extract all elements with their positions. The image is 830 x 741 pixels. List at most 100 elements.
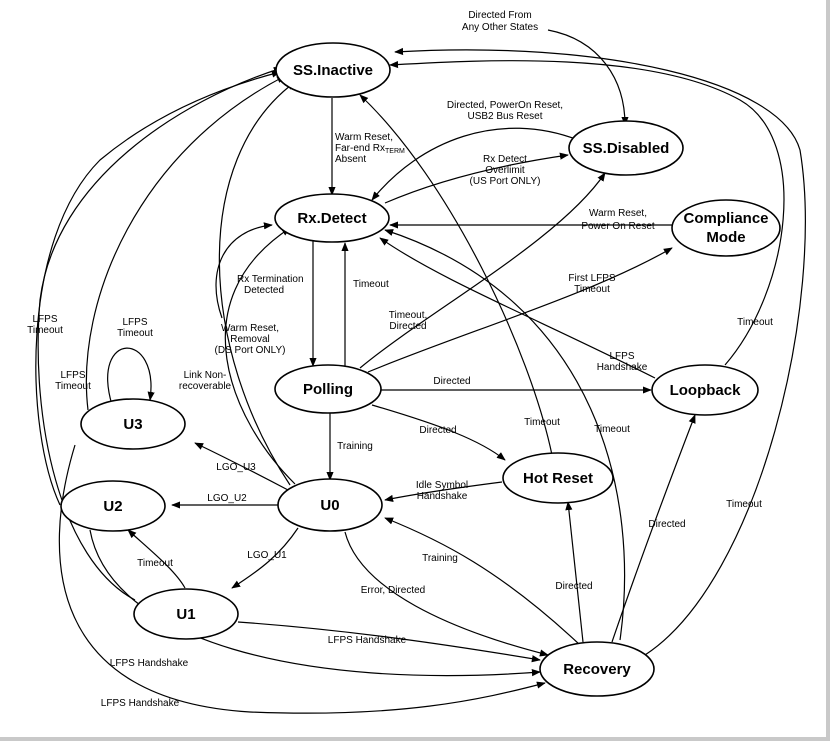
- state-label: U3: [123, 416, 142, 433]
- label-warm-reset-far-2: Far-end RxTERM: [335, 143, 405, 155]
- label-directed-rec-loop: Directed: [648, 519, 685, 530]
- edge-recovery-to-inactive: [394, 47, 806, 656]
- label-timeout-u1u2: Timeout: [137, 558, 173, 569]
- state-recovery: Recovery: [539, 641, 655, 697]
- state-label: Rx.Detect: [297, 210, 366, 227]
- state-label: Mode: [706, 229, 745, 246]
- edge-rxdetect-to-disabled: [384, 152, 569, 204]
- label-rx-term-1: Rx Termination: [237, 274, 304, 285]
- state-hot-reset: Hot Reset: [502, 452, 614, 504]
- label-timeout-loopback: Timeout: [737, 317, 773, 328]
- edge-recovery-to-rxdetect: [384, 229, 626, 641]
- state-label: SS.Inactive: [293, 62, 373, 79]
- label-warm-removal-3: (DS Port ONLY): [215, 345, 286, 356]
- label-lfps-timeout-u2-1: LFPS: [60, 370, 85, 381]
- edge-u0-to-recovery: [344, 531, 549, 657]
- label-training-poll: Training: [337, 441, 373, 452]
- state-rx-detect: Rx.Detect: [274, 193, 390, 243]
- edge-loopback-to-rxdetect: [379, 237, 656, 379]
- edge-u0-to-u3: [194, 442, 289, 491]
- label-idle-symbol-2: Handshake: [417, 491, 468, 502]
- label-lfps-hs-2: Handshake: [597, 362, 648, 373]
- state-loopback: Loopback: [651, 364, 759, 416]
- label-warm-reset-far-2b: TERM: [385, 148, 405, 155]
- label-directed-poweron-1: Directed, PowerOn Reset,: [447, 100, 563, 111]
- label-rx-overlimit-2: Overlimit: [485, 165, 525, 176]
- state-ss-inactive: SS.Inactive: [275, 42, 391, 98]
- label-link-nonrec-2: recoverable: [179, 381, 232, 392]
- label-directed-poweron-2: USB2 Bus Reset: [467, 111, 542, 122]
- label-rx-term-2: Detected: [244, 285, 284, 296]
- state-compliance-mode: Compliance Mode: [671, 199, 781, 257]
- label-compliance-reset-2: Power On Reset: [581, 221, 655, 232]
- label-error-directed: Error, Directed: [361, 585, 425, 596]
- label-idle-symbol-1: Idle Symbol: [416, 480, 468, 491]
- edge-loopback-to-inactive: [389, 60, 785, 366]
- label-timeout-recovery: Timeout: [594, 424, 630, 435]
- edge-u0-to-u1: [231, 527, 299, 589]
- label-warm-reset-far-2a: Far-end Rx: [335, 143, 385, 154]
- edge-disabled-to-rxdetect: [371, 127, 579, 201]
- edge-u0-to-inactive: [218, 81, 296, 486]
- edge-hotreset-to-inactive: [359, 94, 553, 456]
- edge-u1-to-u2: [127, 529, 186, 589]
- edge-labels: Directed From Any Other States Warm Rese…: [27, 10, 773, 709]
- state-u1: U1: [133, 588, 239, 640]
- label-warm-removal-1: Warm Reset,: [221, 323, 279, 334]
- state-label: Compliance: [683, 210, 768, 227]
- state-polling: Polling: [274, 364, 382, 414]
- label-lfps-hs-u2: LFPS Handshake: [110, 658, 189, 669]
- edge-u3-to-recovery: [58, 444, 546, 714]
- edge-u2-to-recovery: [89, 529, 541, 677]
- edges: [35, 29, 806, 714]
- edge-recovery-to-hotreset: [565, 501, 584, 643]
- label-lfps-hs-1: LFPS: [609, 351, 634, 362]
- label-first-lfps-2: Timeout: [574, 284, 610, 295]
- edge-u1-to-inactive: [37, 66, 283, 601]
- edge-u0-to-rxdetect: [224, 227, 296, 485]
- label-lfps-timeout-u2-2: Timeout: [55, 381, 91, 392]
- edge-hotreset-to-u0: [384, 481, 503, 502]
- label-timeout-rec-inactive: Timeout: [726, 499, 762, 510]
- label-lfps-timeout-far-1: LFPS: [32, 314, 57, 325]
- label-lgo-u1: LGO_U1: [247, 550, 287, 561]
- edge-polling-to-compliance: [367, 247, 673, 373]
- label-lfps-timeout-u3-1: LFPS: [122, 317, 147, 328]
- state-label: U1: [176, 606, 195, 623]
- state-label: Loopback: [670, 382, 741, 399]
- state-label: U2: [103, 498, 122, 515]
- label-timeout-directed-1: Timeout,: [389, 310, 428, 321]
- label-lgo-u2: LGO_U2: [207, 493, 247, 504]
- edge-warm-removal-loop: [215, 222, 273, 319]
- label-timeout-rx: Timeout: [353, 279, 389, 290]
- label-rx-overlimit-3: (US Port ONLY): [470, 176, 541, 187]
- label-directed-rec-hot: Directed: [555, 581, 592, 592]
- edge-recovery-to-loopback: [611, 414, 696, 643]
- label-lfps-hs-u3: LFPS Handshake: [101, 698, 180, 709]
- label-training-rec: Training: [422, 553, 458, 564]
- state-u2: U2: [60, 480, 166, 532]
- state-label: U0: [320, 497, 339, 514]
- label-compliance-reset-1: Warm Reset,: [589, 208, 647, 219]
- edge-u1-to-recovery: [237, 621, 541, 663]
- label-lfps-timeout-far-2: Timeout: [27, 325, 63, 336]
- state-u3: U3: [80, 398, 186, 450]
- label-link-nonrec-1: Link Non-: [184, 370, 227, 381]
- label-timeout-hot: Timeout: [524, 417, 560, 428]
- state-label: Polling: [303, 381, 353, 398]
- edge-recovery-to-u0: [384, 517, 581, 646]
- label-warm-reset-far-1: Warm Reset,: [335, 132, 393, 143]
- label-warm-removal-2: Removal: [230, 334, 269, 345]
- edge-u3-to-inactive: [85, 75, 286, 411]
- label-lfps-hs-u1: LFPS Handshake: [328, 635, 407, 646]
- edge-u2-to-inactive: [35, 70, 281, 506]
- label-directed-poll-loop: Directed: [433, 376, 470, 387]
- state-label: SS.Disabled: [583, 140, 670, 157]
- label-directed-any-1: Directed From: [468, 10, 531, 21]
- label-lgo-u3: LGO_U3: [216, 462, 256, 473]
- edge-polling-to-hotreset: [371, 404, 506, 461]
- state-ss-disabled: SS.Disabled: [568, 120, 684, 176]
- label-directed-poll-hot: Directed: [419, 425, 456, 436]
- edge-polling-to-disabled: [359, 172, 606, 369]
